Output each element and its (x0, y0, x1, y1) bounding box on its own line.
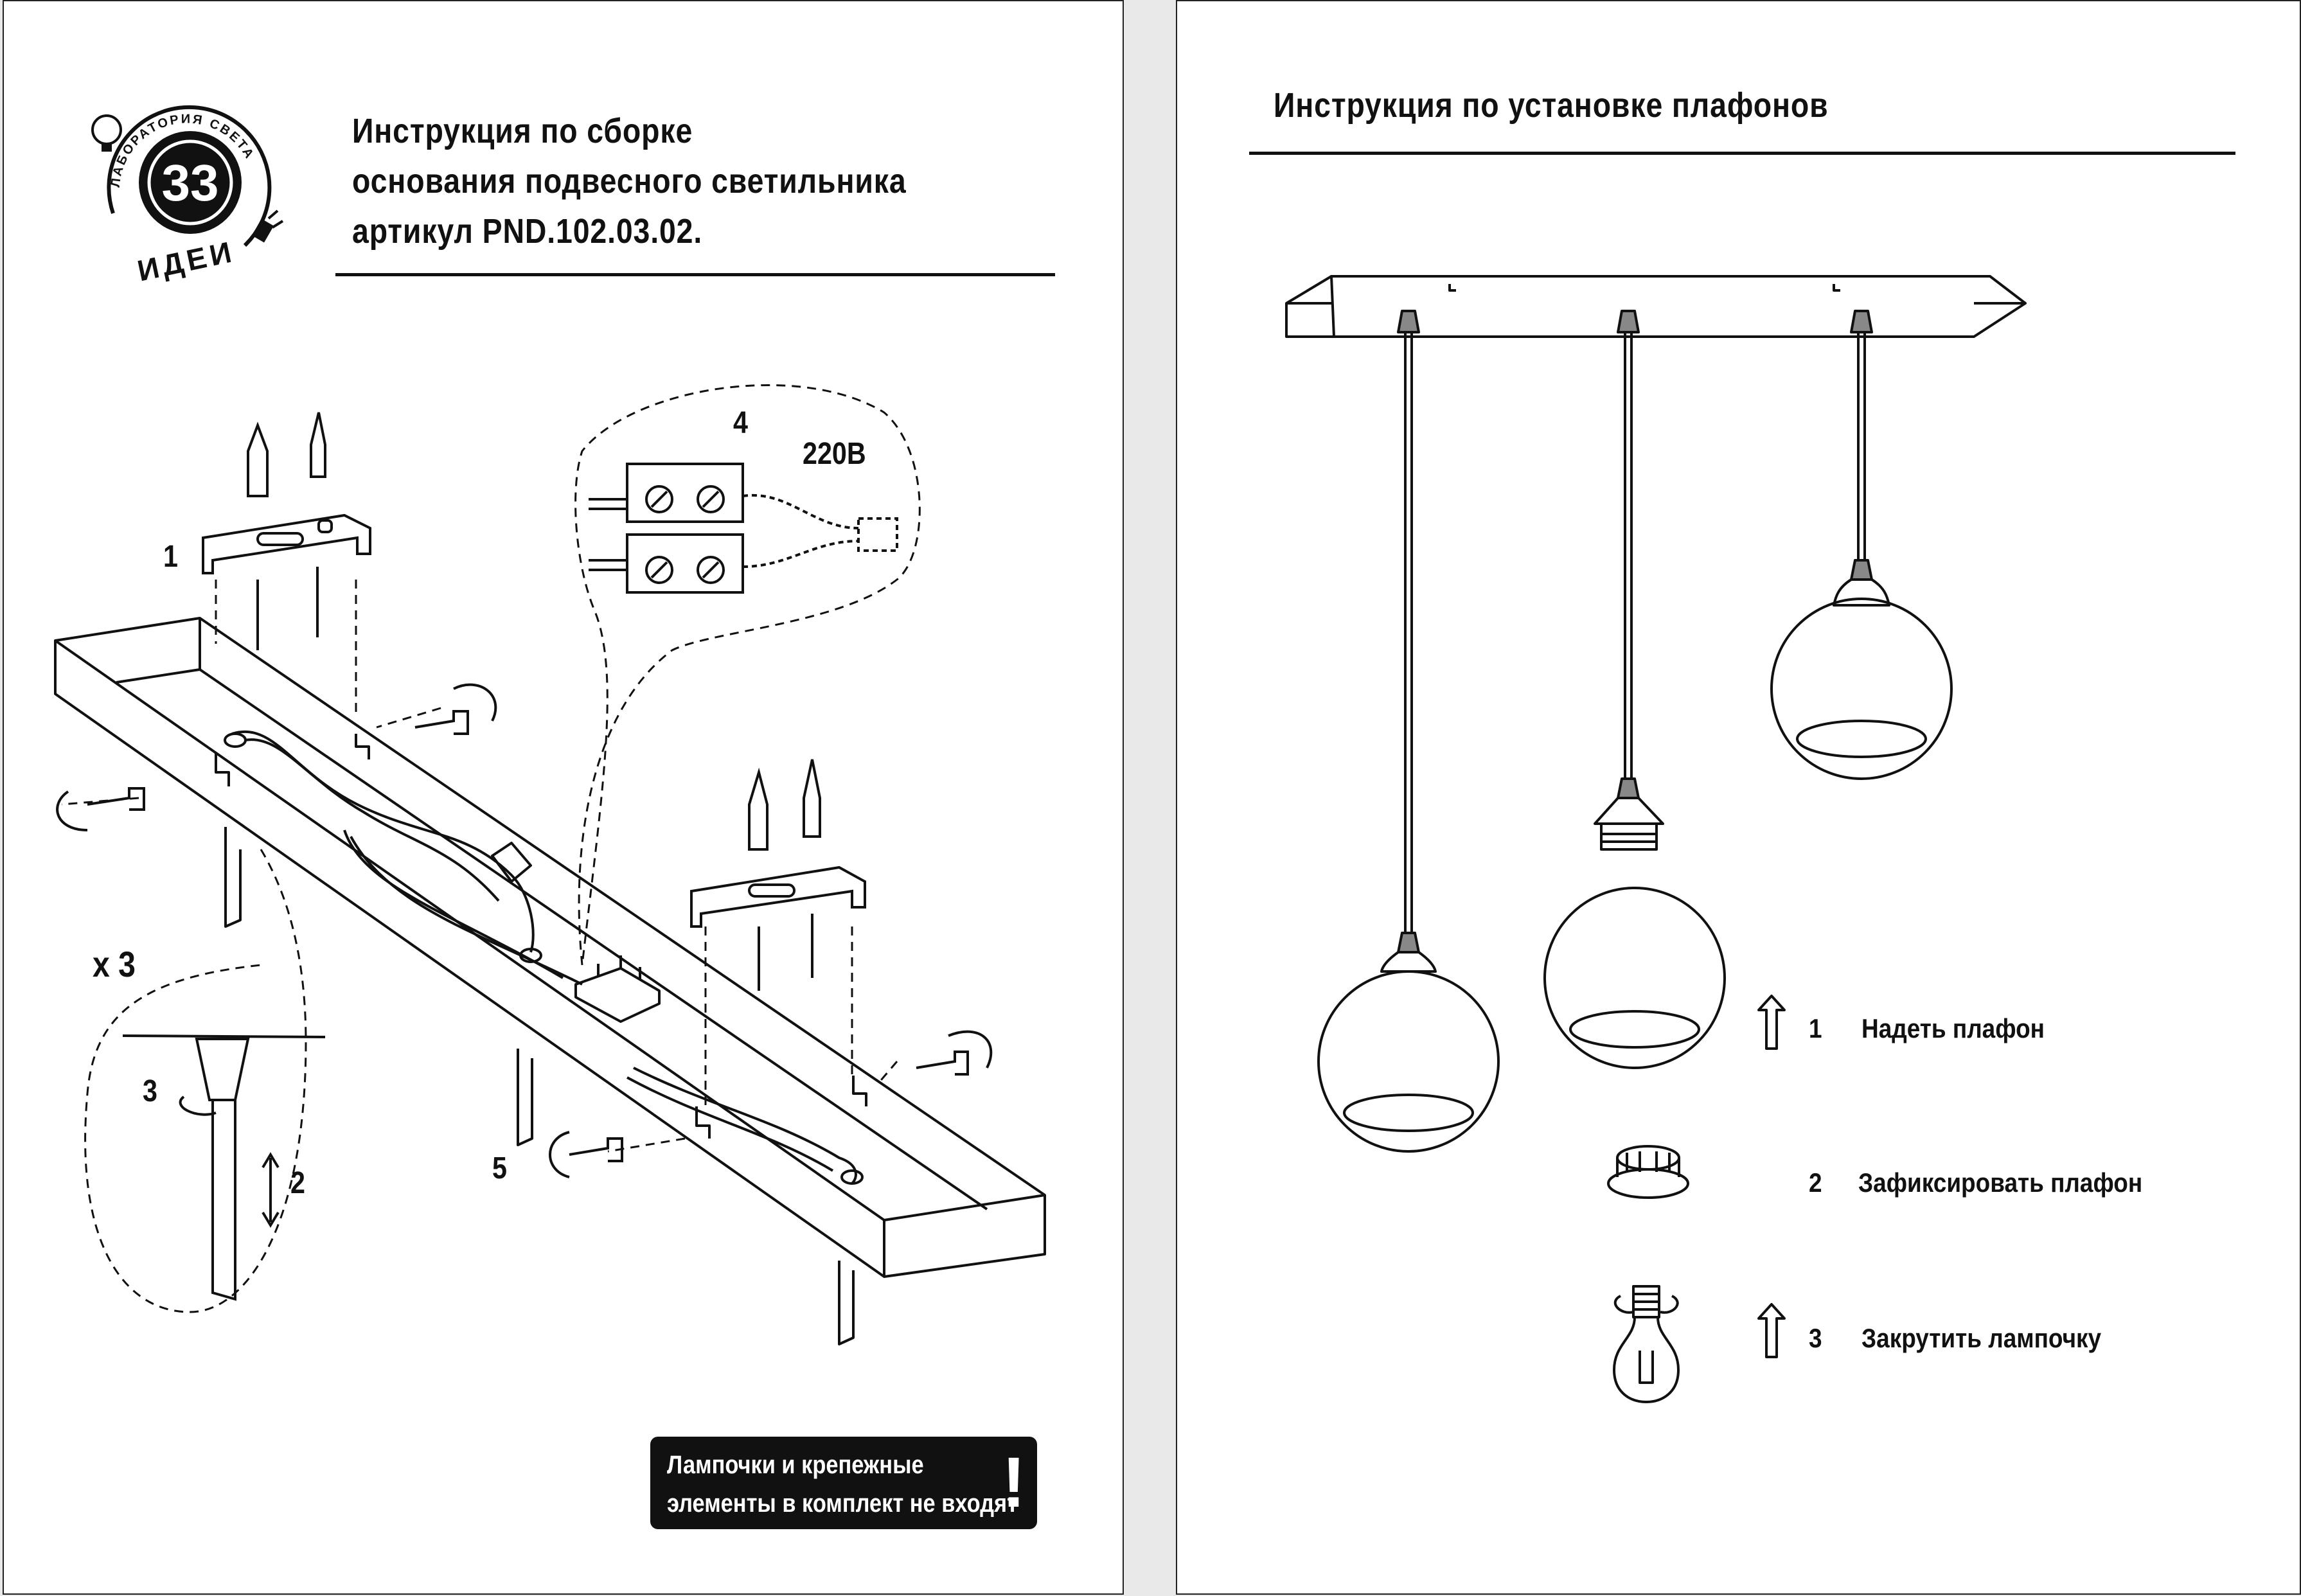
logo-number: 33 (162, 154, 219, 211)
title-line-3: артикул PND.102.03.02. (352, 212, 703, 251)
right-page: Инструкция по установке плафонов (1176, 0, 2301, 1595)
callout-4: 4 (733, 406, 748, 440)
quantity-label: х 3 (93, 944, 136, 984)
notice-line-2: элементы в комплект не входят (667, 1489, 1018, 1518)
callout-1: 1 (163, 540, 178, 574)
voltage-label: 220В (803, 437, 866, 471)
title-line-2: основания подвесного светильника (352, 162, 907, 200)
callout-3: 3 (143, 1074, 157, 1108)
cap-detail (122, 1034, 326, 1301)
step-1-text: Надеть плафон (1861, 1013, 2045, 1043)
callout-5: 5 (492, 1151, 507, 1185)
step-2-text: Зафиксировать плафон (1858, 1167, 2143, 1198)
title-line-1: Инструкция по сборке (352, 112, 693, 150)
title-rule-right (1249, 152, 2235, 155)
step-3-number: 3 (1809, 1323, 1822, 1353)
canopy-assembly-illustration (54, 384, 1046, 1345)
step-3-text: Закрутить лампочку (1861, 1323, 2102, 1353)
pendant-illustration (1285, 275, 2027, 1403)
plug-icon (251, 209, 284, 243)
lightbulb-icon (91, 114, 122, 152)
step-2-number: 2 (1809, 1167, 1822, 1198)
mounting-bracket-1 (202, 412, 371, 650)
mounting-bracket-2 (690, 759, 866, 991)
step-1-number: 1 (1809, 1013, 1822, 1043)
notice-line-1: Лампочки и крепежные (667, 1451, 924, 1479)
terminal-block-detail (589, 463, 898, 594)
callout-2: 2 (290, 1166, 305, 1200)
notice-box: Лампочки и крепежные элементы в комплект… (650, 1437, 1037, 1529)
left-page: 33 ЛАБОРАТОРИЯ СВЕТА ИДЕИ Инструкция по … (3, 0, 1124, 1595)
brand-logo: 33 ЛАБОРАТОРИЯ СВЕТА ИДЕИ (91, 105, 284, 288)
shade-install-title: Инструкция по установке плафонов (1274, 86, 1829, 125)
warning-mark: ! (1002, 1443, 1026, 1522)
title-rule (335, 273, 1055, 276)
